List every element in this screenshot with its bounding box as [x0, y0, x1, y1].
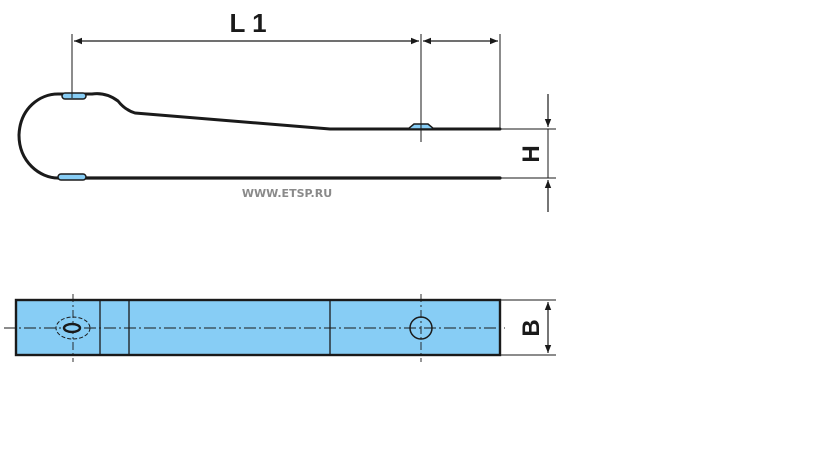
mounting-hole — [409, 316, 433, 340]
side-view — [17, 92, 502, 181]
rivet-slot — [62, 322, 82, 334]
strip-body — [14, 298, 502, 357]
rivet-head-bottom — [57, 173, 87, 181]
length-label: L 1 — [229, 8, 266, 38]
height-label: H — [518, 145, 545, 162]
watermark: WWW.ETSP.RU — [242, 187, 332, 200]
width-dimension: B — [500, 299, 556, 356]
height-dimension: H — [500, 94, 556, 212]
rivet-outline — [55, 316, 91, 340]
clip-upper-leaf — [17, 92, 502, 180]
width-label: B — [518, 319, 545, 336]
top-view — [4, 294, 505, 362]
rivet-head-top — [61, 92, 87, 100]
length-dimension: L 1 — [71, 8, 501, 142]
